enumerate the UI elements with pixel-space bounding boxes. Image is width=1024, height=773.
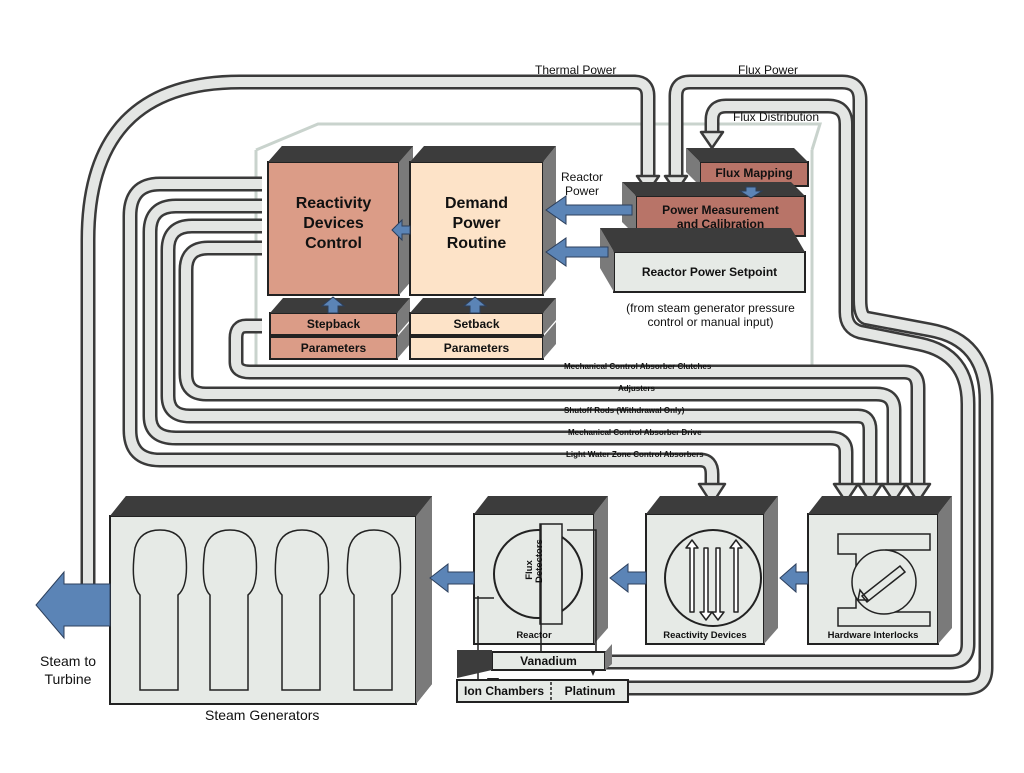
arrow-demand-to-rdc xyxy=(391,218,411,242)
platinum-label: Platinum xyxy=(564,684,616,698)
steam-generators-box xyxy=(109,496,432,705)
parameters-left-label: Parameters xyxy=(300,341,367,355)
mech-clutches-label: Mechanical Control Absorber Clutches xyxy=(564,362,712,371)
control-blue-arrows xyxy=(320,186,764,314)
flux-power-label: Flux Power xyxy=(738,63,799,77)
reactivity-devices-label: Reactivity Devices xyxy=(663,630,747,641)
demand-power-routine-label: Demand Power Routine xyxy=(444,195,509,252)
stepback-label: Stepback xyxy=(306,317,361,331)
arrow-pm-to-demand xyxy=(545,195,633,225)
hardware-interlocks-label: Hardware Interlocks xyxy=(827,630,919,641)
hardware-interlocks-box xyxy=(807,496,952,645)
lower-blue-arrows xyxy=(429,562,809,594)
arrowhead-light-water xyxy=(697,482,727,506)
stepback-block xyxy=(269,298,410,360)
reactor-label: Reactor xyxy=(516,630,552,641)
arrow-setback-up xyxy=(462,296,488,314)
pipe-fills xyxy=(83,77,991,693)
setback-label: Setback xyxy=(453,317,500,331)
steam-generator-units xyxy=(132,529,402,691)
arrow-reactor-to-sg xyxy=(429,562,475,594)
steam-to-turbine-arrow xyxy=(35,570,111,640)
shutoff-rods-label: Shutoff Rods (Withdrawal Only) xyxy=(564,406,685,415)
arrow-rd-to-reactor xyxy=(609,562,647,594)
ion-chambers-label: Ion Chambers xyxy=(463,684,544,698)
demand-power-routine-block xyxy=(409,146,556,296)
arrowhead-adjusters xyxy=(880,482,908,504)
reactor-power-setpoint-block xyxy=(600,228,806,293)
parameters-right-label: Parameters xyxy=(443,341,510,355)
arrow-hi-to-rd xyxy=(779,562,809,594)
arrowhead-mech-drive xyxy=(832,482,860,504)
light-water-label: Light Water Zone Control Absorbers xyxy=(566,450,704,459)
flux-distribution-label: Flux Distribution xyxy=(733,110,820,124)
vanadium-label: Vanadium xyxy=(520,654,577,668)
adjusters-label: Adjusters xyxy=(618,384,655,393)
steam-generators-label: Steam Generators xyxy=(205,707,320,723)
arrowhead-shutoff xyxy=(856,482,884,504)
setpoint-source-label: (from steam generator pressure control o… xyxy=(626,301,795,329)
arrow-setpoint-to-demand xyxy=(545,237,609,267)
reactivity-devices-control-label: Reactivity Devices Control xyxy=(295,195,372,252)
reactor-power-label: Reactor Power xyxy=(560,170,604,198)
flux-detectors-label: Flux Detectors xyxy=(524,539,545,583)
arrow-stepback-up xyxy=(320,296,346,314)
power-measurement-label: Power Measurement and Calibration xyxy=(662,203,779,231)
steam-to-turbine-label: Steam to Turbine xyxy=(39,653,97,687)
signal-pipes xyxy=(80,74,994,696)
thermal-power-label: Thermal Power xyxy=(535,63,617,77)
arrowhead-clutches xyxy=(904,482,932,504)
flux-detectors-element xyxy=(539,523,563,625)
flux-mapping-label: Flux Mapping xyxy=(715,166,793,180)
arrowhead-flux-distribution xyxy=(699,130,725,150)
reactivity-devices-box xyxy=(645,496,778,645)
reactor-power-setpoint-label: Reactor Power Setpoint xyxy=(641,265,778,279)
reactor-box xyxy=(473,496,608,694)
arrow-fluxmap-to-pm xyxy=(738,186,764,199)
detector-chambers xyxy=(456,644,629,703)
mech-drive-label: Mechanical Control Absorber Drive xyxy=(568,428,702,437)
